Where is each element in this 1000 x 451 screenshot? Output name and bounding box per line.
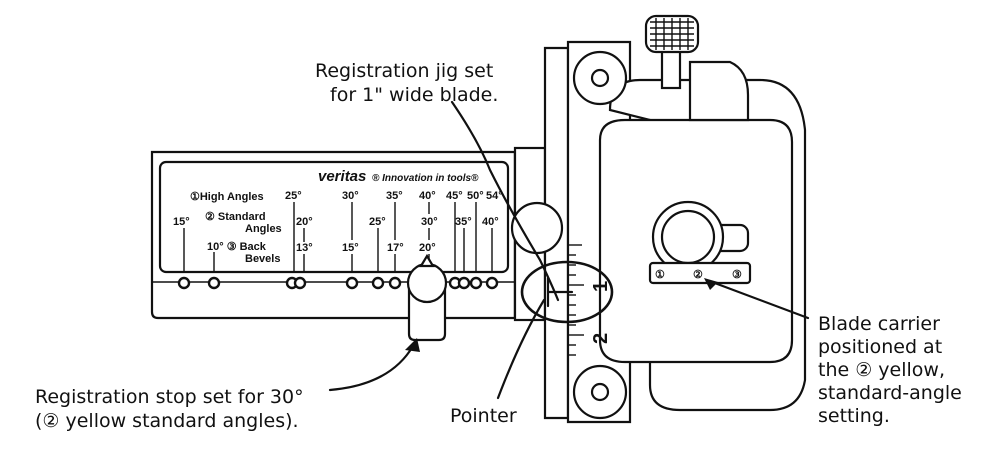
carrier-callout-line3: the ② yellow,: [818, 359, 945, 381]
carrier-mark-1: ①: [655, 269, 665, 281]
scale-ticks: [568, 244, 584, 356]
row1-angle: 45°: [446, 190, 463, 202]
row1-angle: 30°: [342, 190, 359, 202]
pointer-callout: Pointer: [450, 405, 517, 427]
row2-angle: 20°: [296, 216, 313, 228]
row1-label: ①High Angles: [190, 191, 264, 203]
brand-logo: veritas: [318, 168, 366, 185]
stop-callout-line1: Registration stop set for 30°: [35, 386, 304, 408]
row1-angle: 40°: [419, 190, 436, 202]
row2-label-a: ② Standard: [205, 211, 266, 223]
scale-mark-1: 1: [590, 281, 612, 292]
scale-mark-2: 2: [590, 333, 612, 344]
stop-holes: [177, 276, 499, 290]
carrier-callout-line1: Blade carrier: [818, 313, 940, 335]
angle-leader-lines: [183, 202, 493, 272]
row1-angle: 25°: [285, 190, 302, 202]
jig-leader-line: [450, 100, 560, 302]
row2-angle: 30°: [421, 216, 438, 228]
carrier-callout-line4: standard-angle: [818, 382, 962, 404]
brand-tagline: ® Innovation in tools®: [372, 173, 479, 184]
jig-callout-line1: Registration jig set: [315, 60, 493, 82]
stop-callout-line2: (② yellow standard angles).: [35, 410, 299, 432]
row3-angle: 17°: [387, 242, 404, 254]
carrier-leader-line: [710, 280, 810, 320]
pointer-mark: [546, 276, 574, 308]
registration-stop: [406, 253, 448, 342]
carrier-mark-3: ③: [732, 269, 742, 281]
carrier-callout-line2: positioned at: [818, 336, 942, 358]
row1-angle: 35°: [386, 190, 403, 202]
row2-angle: 25°: [369, 216, 386, 228]
row2-angle: 15°: [173, 216, 190, 228]
stop-leader-line: [328, 344, 415, 392]
pointer-leader-line: [496, 298, 546, 400]
stop-arrowhead: [405, 338, 420, 352]
row2-label-b: Angles: [245, 223, 282, 235]
row3-angle: 20°: [419, 242, 436, 254]
row1-angle: 50°: [467, 190, 484, 202]
pointer-highlight-ellipse: [520, 260, 614, 324]
row2-angle: 40°: [482, 216, 499, 228]
jig-body: [510, 14, 807, 424]
carrier-mark-2: ②: [693, 269, 703, 281]
row3-label-b: Bevels: [245, 253, 280, 265]
row3-label-a: 10° ③ Back: [207, 241, 267, 253]
row1-angle: 54°: [486, 190, 503, 202]
row3-angle: 13°: [296, 242, 313, 254]
carrier-callout-line5: setting.: [818, 405, 890, 427]
carrier-arrowhead: [704, 278, 718, 290]
row2-angle: 35°: [455, 216, 472, 228]
jig-callout-line2: for 1" wide blade.: [330, 84, 498, 106]
row3-angle: 15°: [342, 242, 359, 254]
